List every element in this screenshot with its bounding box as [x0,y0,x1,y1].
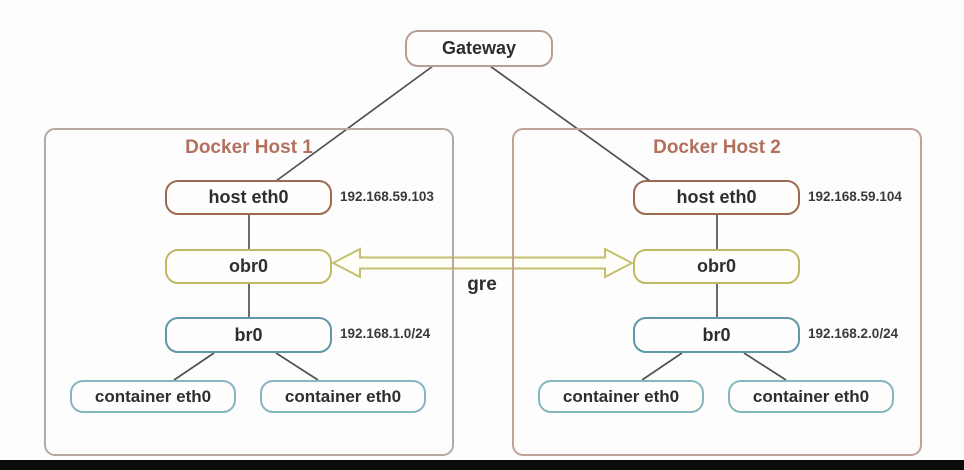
host1-container2-node: container eth0 [260,380,426,413]
host1-container1-label: container eth0 [94,386,212,406]
host2-obr0-node: obr0 [633,249,800,284]
host2-container2-label: container eth0 [752,386,870,406]
host2-br0-label: br0 [702,324,731,345]
host2-subnet-label: 192.168.2.0/24 [808,326,899,341]
host2-ip-label: 192.168.59.104 [808,189,902,204]
host1-host-eth0-node: host eth0 [165,180,332,215]
gateway-node: Gateway [405,30,553,67]
host1-host-eth0-label: host eth0 [208,187,289,207]
docker-host-2-title: Docker Host 2 [653,137,781,158]
docker-host-2-panel: Docker Host 2 host eth0 192.168.59.104 o… [512,128,922,456]
host2-container1-node: container eth0 [538,380,704,413]
docker-host-1-panel: Docker Host 1 host eth0 192.168.59.103 o… [44,128,454,456]
host1-obr0-label: obr0 [228,256,268,276]
gre-tunnel-label: gre [467,274,497,295]
host1-subnet-label: 192.168.1.0/24 [340,326,431,341]
host2-container1-label: container eth0 [562,386,680,406]
host2-host-eth0-node: host eth0 [633,180,800,215]
host2-container2-node: container eth0 [728,380,894,413]
docker-host-1-title: Docker Host 1 [185,137,313,158]
host2-br0-node: br0 [633,317,800,353]
gateway-label: Gateway [441,38,517,58]
host1-br0-node: br0 [165,317,332,353]
bottom-black-bar [0,460,964,470]
host1-br0-label: br0 [234,324,263,345]
host1-obr0-node: obr0 [165,249,332,284]
host2-host-eth0-label: host eth0 [676,187,757,207]
host2-obr0-label: obr0 [696,256,736,276]
host1-container1-node: container eth0 [70,380,236,413]
host1-container2-label: container eth0 [284,386,402,406]
host1-ip-label: 192.168.59.103 [340,189,434,204]
